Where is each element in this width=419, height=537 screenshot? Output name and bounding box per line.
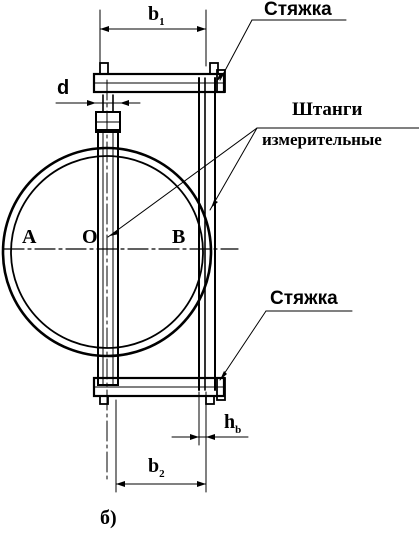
b2-dimension-label: b2 [148, 455, 165, 480]
shtangi-leader-2 [209, 127, 258, 211]
shtangi-label: Штанги [292, 99, 363, 120]
point-o-label: O [82, 226, 98, 248]
stjazhka-top-label: Стяжка [264, 0, 332, 20]
left-rod [97, 129, 119, 386]
hb-dimension-label: hb [224, 411, 242, 436]
stjazhka-bottom-label: Стяжка [270, 288, 338, 309]
figure-caption: б) [100, 507, 117, 529]
point-b-label: B [172, 226, 186, 248]
d-dimension-label: d [57, 77, 70, 99]
pipe-ring-inner [10, 155, 204, 349]
stjazhka-top-leader [219, 19, 253, 81]
stjazhka-bottom-leader [219, 310, 267, 381]
shtangi-leader-1 [107, 127, 258, 238]
point-a-label: A [22, 226, 37, 248]
izmeritelnye-label: измерительные [262, 130, 382, 149]
b1-dimension-label: b1 [148, 3, 165, 28]
pipe-ring-outer [1, 146, 213, 358]
